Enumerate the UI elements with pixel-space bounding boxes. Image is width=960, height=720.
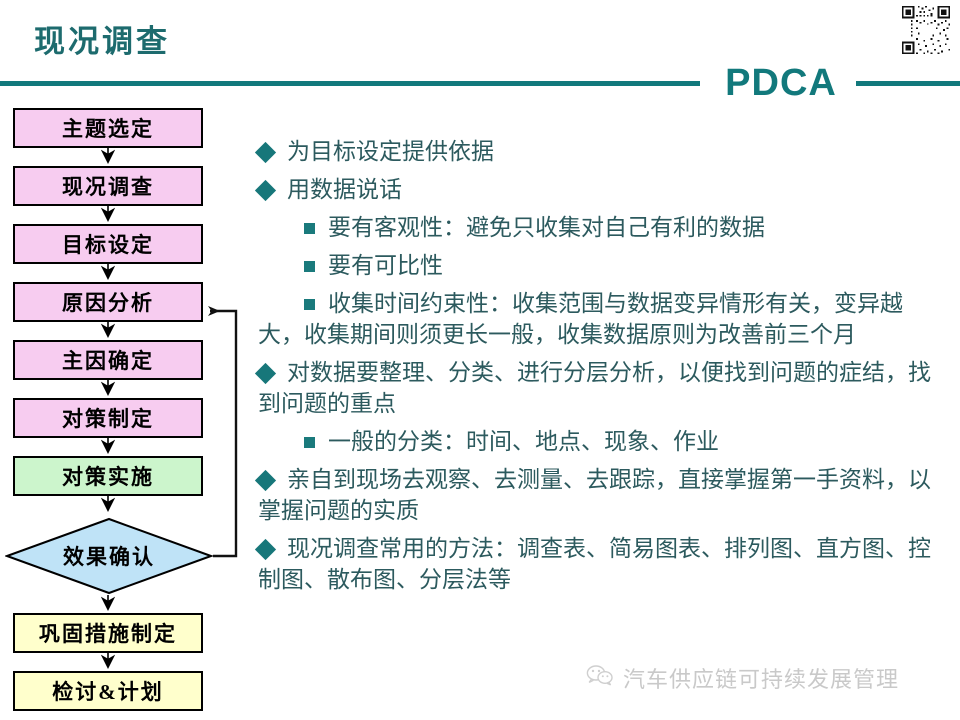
flow-step-label: 对策制定 <box>62 407 154 431</box>
content-bullet-list: 为目标设定提供依据 用数据说话 要有客观性：避免只收集对自己有利的数据 要有可比… <box>254 136 948 602</box>
flow-step-5[interactable]: 主因确定 <box>13 340 203 380</box>
flow-step-6[interactable]: 对策制定 <box>13 398 203 438</box>
bullet-text: 对数据要整理、分类、进行分层分析，以便找到问题的症结，找到问题的重点 <box>258 360 931 416</box>
bullet-item: 要有可比性 <box>258 250 948 281</box>
bullet-item: 收集时间约束性：收集范围与数据变异情形有关，变异越大，收集期间则须更长一般，收集… <box>258 288 948 350</box>
flow-step-label: 主因确定 <box>62 349 154 373</box>
flow-step-7[interactable]: 对策实施 <box>13 456 203 496</box>
flow-step-1[interactable]: 主题选定 <box>13 108 203 148</box>
wechat-icon <box>586 664 614 692</box>
flow-step-label: 目标设定 <box>62 233 154 257</box>
bullet-text: 用数据说话 <box>287 177 402 202</box>
bullet-text: 亲自到现场去观察、去测量、去跟踪，直接掌握第一手资料，以掌握问题的实质 <box>258 467 931 523</box>
flow-step-label: 对策实施 <box>62 465 154 489</box>
flow-step-label: 原因分析 <box>62 291 154 315</box>
flow-step-label: 检讨&计划 <box>52 680 164 704</box>
bullet-text: 一般的分类：时间、地点、现象、作业 <box>328 429 719 454</box>
qr-code-icon <box>898 4 954 56</box>
bullet-text: 收集时间约束性：收集范围与数据变异情形有关，变异越大，收集期间则须更长一般，收集… <box>258 291 903 347</box>
square-bullet-icon <box>304 299 315 310</box>
page-title: 现况调查 <box>34 24 170 59</box>
pdca-badge: PDCA <box>725 62 837 104</box>
flow-step-2[interactable]: 现况调查 <box>13 166 203 206</box>
flow-step-4[interactable]: 原因分析 <box>13 282 203 322</box>
flow-step-3[interactable]: 目标设定 <box>13 224 203 264</box>
bullet-item: 为目标设定提供依据 <box>254 136 948 167</box>
wechat-watermark: 汽车供应链可持续发展管理 <box>586 662 899 694</box>
flow-step-10[interactable]: 检讨&计划 <box>13 671 203 711</box>
square-bullet-icon <box>304 261 315 272</box>
pdca-flowchart: 主题选定 现况调查 目标设定 原因分析 主因确定 对策制定 对策实施 效果确认 … <box>0 100 250 720</box>
bullet-item: 现况调查常用的方法：调查表、简易图表、排列图、直方图、控制图、散布图、分层法等 <box>254 533 948 595</box>
square-bullet-icon <box>304 437 315 448</box>
flow-step-label: 主题选定 <box>62 117 154 141</box>
bullet-item: 用数据说话 <box>254 174 948 205</box>
flow-step-label: 效果确认 <box>63 545 155 569</box>
flow-step-label: 巩固措施制定 <box>39 622 177 646</box>
bullet-item: 一般的分类：时间、地点、现象、作业 <box>258 426 948 457</box>
bullet-text: 要有可比性 <box>328 253 443 278</box>
bullet-text: 为目标设定提供依据 <box>287 139 494 164</box>
bullet-item: 对数据要整理、分类、进行分层分析，以便找到问题的症结，找到问题的重点 <box>254 357 948 419</box>
bullet-text: 要有客观性：避免只收集对自己有利的数据 <box>328 215 765 240</box>
diamond-shape <box>5 517 213 595</box>
header-rule-left <box>0 81 700 86</box>
header-rule-right <box>856 81 960 86</box>
watermark-text: 汽车供应链可持续发展管理 <box>623 667 900 692</box>
bullet-item: 亲自到现场去观察、去测量、去跟踪，直接掌握第一手资料，以掌握问题的实质 <box>254 464 948 526</box>
flow-step-label: 现况调查 <box>62 175 154 199</box>
flow-step-9[interactable]: 巩固措施制定 <box>13 613 203 653</box>
bullet-text: 现况调查常用的方法：调查表、简易图表、排列图、直方图、控制图、散布图、分层法等 <box>258 536 931 592</box>
square-bullet-icon <box>304 223 315 234</box>
flow-decision-effect-check[interactable]: 效果确认 <box>5 517 213 595</box>
bullet-item: 要有客观性：避免只收集对自己有利的数据 <box>258 212 948 243</box>
